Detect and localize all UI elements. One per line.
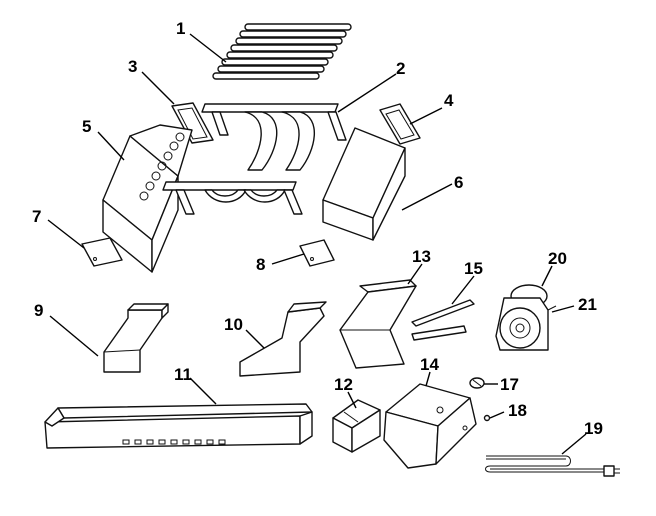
part-4-plate (379, 103, 421, 145)
callout-9: 9 (34, 301, 43, 320)
part-2-lower-bracket (162, 181, 303, 215)
callout-18: 18 (508, 401, 527, 420)
part-18-screw (483, 414, 491, 422)
part-1-rods (212, 23, 352, 80)
part-17-knob (469, 377, 485, 389)
callout-7: 7 (32, 207, 41, 226)
callout-19: 19 (584, 419, 603, 438)
callout-15: 15 (464, 259, 483, 278)
part-20-21-blower (495, 284, 557, 351)
callout-17: 17 (500, 375, 519, 394)
part-14-block (383, 383, 477, 469)
part-8-plate (299, 239, 335, 267)
callout-21: 21 (578, 295, 597, 314)
callout-1: 1 (176, 19, 185, 38)
callout-labels: 1 2 3 4 5 6 7 8 9 10 11 12 13 14 15 17 1… (32, 19, 603, 438)
part-12-box (332, 399, 381, 453)
leader-lines (47, 33, 587, 455)
callout-8: 8 (256, 255, 265, 274)
part-5-housing (102, 124, 193, 273)
callout-3: 3 (128, 57, 137, 76)
part-13-panel (339, 279, 417, 369)
callout-14: 14 (420, 355, 439, 374)
part-9-duct (103, 303, 169, 373)
callout-5: 5 (82, 117, 91, 136)
callout-12: 12 (334, 375, 353, 394)
part-6-housing (322, 127, 406, 241)
part-11-bar (44, 403, 313, 449)
callout-6: 6 (454, 173, 463, 192)
part-10-duct (239, 301, 327, 377)
part-7-plate (81, 237, 123, 267)
callout-13: 13 (412, 247, 431, 266)
callout-20: 20 (548, 249, 567, 268)
callout-2: 2 (396, 59, 405, 78)
part-15-strips (411, 299, 475, 341)
callout-11: 11 (174, 365, 192, 384)
part-19-element (485, 455, 620, 477)
callout-10: 10 (224, 315, 243, 334)
callout-4: 4 (444, 91, 454, 110)
part-2-bracket (201, 103, 347, 171)
